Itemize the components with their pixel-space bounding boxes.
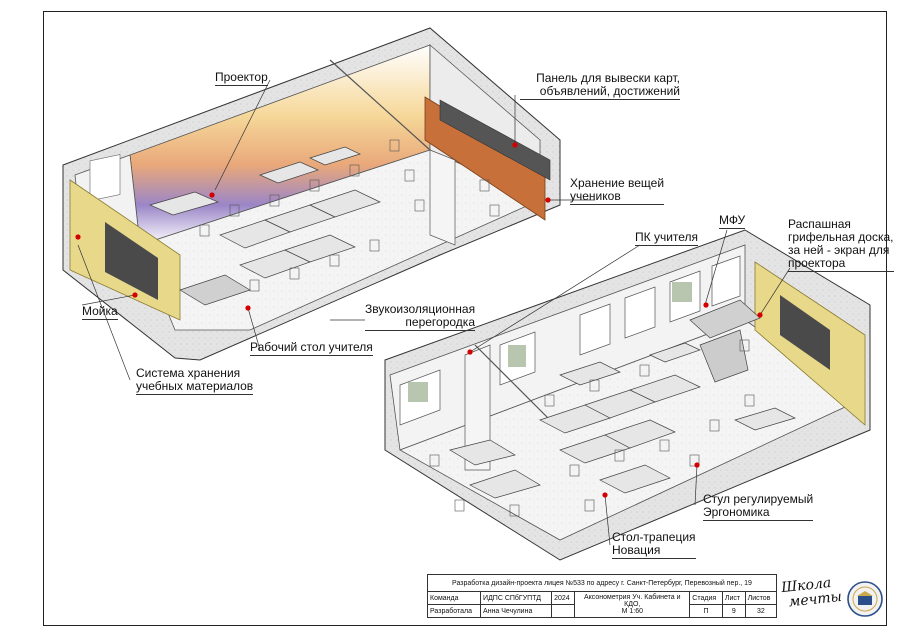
classroom-axonometry-2 <box>384 229 871 561</box>
project-title: Разработка дизайн-проекта лицея №533 по … <box>427 574 777 592</box>
team-label: Команда <box>426 591 482 605</box>
callout-sink: Мойка <box>82 304 118 320</box>
stage-value: П <box>689 604 723 618</box>
callout-storage-system: Система хранения учебных материалов <box>136 366 254 395</box>
callout-student-storage-line1: Хранение вещей <box>570 176 665 190</box>
team-value: ИДПС СПбГУПТД <box>480 591 553 605</box>
callout-storage-system-line1: Система хранения <box>136 366 241 380</box>
callout-chair: Стул регулируемый Эргономика <box>703 492 814 521</box>
sheet-value: 9 <box>721 604 746 618</box>
callout-table: Стол-трапеция Новация <box>612 531 696 559</box>
school-logo-text: Школа мечты <box>780 575 842 611</box>
callout-table-line2: Новация <box>612 543 661 557</box>
leader-lines <box>77 79 791 546</box>
callout-chair-line1: Стул регулируемый <box>703 492 814 506</box>
callout-teacher-desk: Рабочий стол учителя <box>250 340 373 356</box>
year: 2024 <box>551 591 576 605</box>
drawing-title-line1: Аксонометрия Уч. Кабинета и КДО, <box>584 594 681 608</box>
callout-chair-line2: Эргономика <box>703 505 770 519</box>
callout-partition-line1: Звукоизоляционная <box>365 302 476 316</box>
callout-board-line2: грифельная доска, <box>788 230 894 244</box>
blank-cell <box>551 604 576 618</box>
drawing-scale: М 1:60 <box>621 608 643 615</box>
university-emblem-icon <box>847 581 883 617</box>
sheet-frame <box>43 11 887 626</box>
callout-board-line4: проектора <box>788 256 846 270</box>
callout-student-storage: Хранение вещей учеников <box>570 176 665 205</box>
callout-teacher-pc: ПК учителя <box>635 230 699 246</box>
developer-name: Анна Чечулина <box>480 604 553 618</box>
callout-board-line3: за ней - экран для <box>788 243 890 257</box>
callout-board-line1: Распашная <box>788 217 851 231</box>
title-block: Разработка дизайн-проекта лицея №533 по … <box>426 574 887 626</box>
sheets-label: Листов <box>744 591 778 605</box>
callout-board: Распашная грифельная доска, за ней - экр… <box>788 218 894 272</box>
callout-panel-line2: объявлений, достижений <box>539 84 680 98</box>
callout-projector: Проектор <box>215 70 268 86</box>
callout-storage-system-line2: учебных материалов <box>136 379 254 393</box>
developed-label: Разработала <box>426 604 482 618</box>
callout-panel: Панель для вывески карт, объявлений, дос… <box>520 72 680 100</box>
classroom-axonometry-1 <box>62 27 561 361</box>
callout-panel-line1: Панель для вывески карт, <box>536 71 680 85</box>
sheets-value: 32 <box>744 604 778 618</box>
sheet-label: Лист <box>721 591 746 605</box>
callout-table-line1: Стол-трапеция <box>612 530 696 544</box>
callout-partition-line2: перегородка <box>405 315 475 329</box>
callout-student-storage-line2: учеников <box>570 189 621 203</box>
drawing-title: Аксонометрия Уч. Кабинета и КДО, М 1:60 <box>574 591 691 618</box>
markers <box>75 142 763 498</box>
callout-partition: Звукоизоляционная перегородка <box>365 303 475 331</box>
callout-mfu: МФУ <box>719 213 746 229</box>
stage-label: Стадия <box>689 591 723 605</box>
